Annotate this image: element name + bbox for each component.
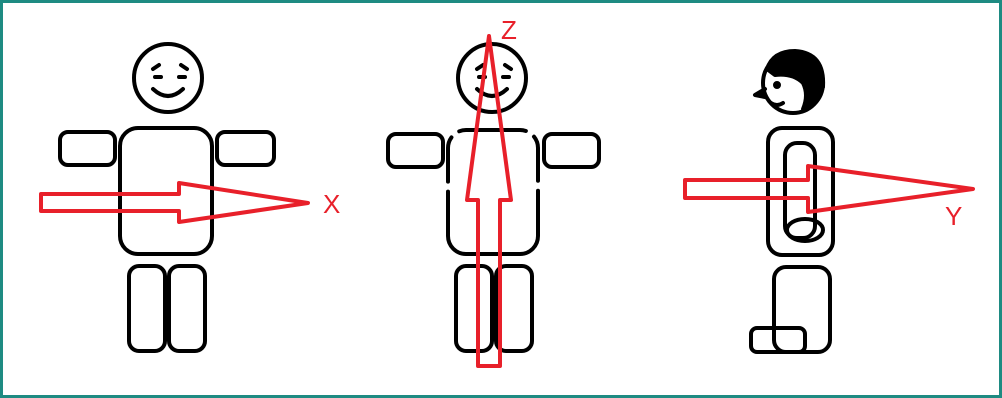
eye-icon	[775, 83, 779, 87]
torso-icon	[768, 128, 833, 255]
torso-icon	[120, 128, 212, 254]
y-axis-label: Y	[945, 201, 962, 231]
nose-icon	[755, 89, 765, 97]
head-icon	[134, 44, 202, 112]
figure-front-x	[60, 44, 274, 351]
hair-icon	[767, 51, 823, 109]
left-arm-icon	[388, 134, 443, 167]
z-axis-label: Z	[501, 15, 517, 45]
right-leg-icon	[169, 266, 205, 351]
left-leg-icon	[129, 266, 165, 351]
face-icon	[153, 65, 187, 96]
figure-side-y	[751, 51, 833, 352]
x-axis-label: X	[323, 189, 340, 219]
left-leg-icon	[456, 266, 492, 351]
right-arm-icon	[217, 132, 274, 165]
y-axis-arrow-icon	[685, 166, 973, 212]
figure-front-z	[388, 44, 599, 351]
leg-icon	[774, 267, 830, 352]
right-arm-icon	[544, 134, 599, 167]
mouth-icon	[771, 103, 783, 105]
x-axis-arrow-icon	[41, 183, 308, 222]
z-axis-arrow-icon	[467, 36, 511, 366]
torso-icon	[448, 130, 538, 254]
axes-illustration: X Z Y	[3, 3, 999, 395]
left-arm-icon	[60, 132, 115, 165]
